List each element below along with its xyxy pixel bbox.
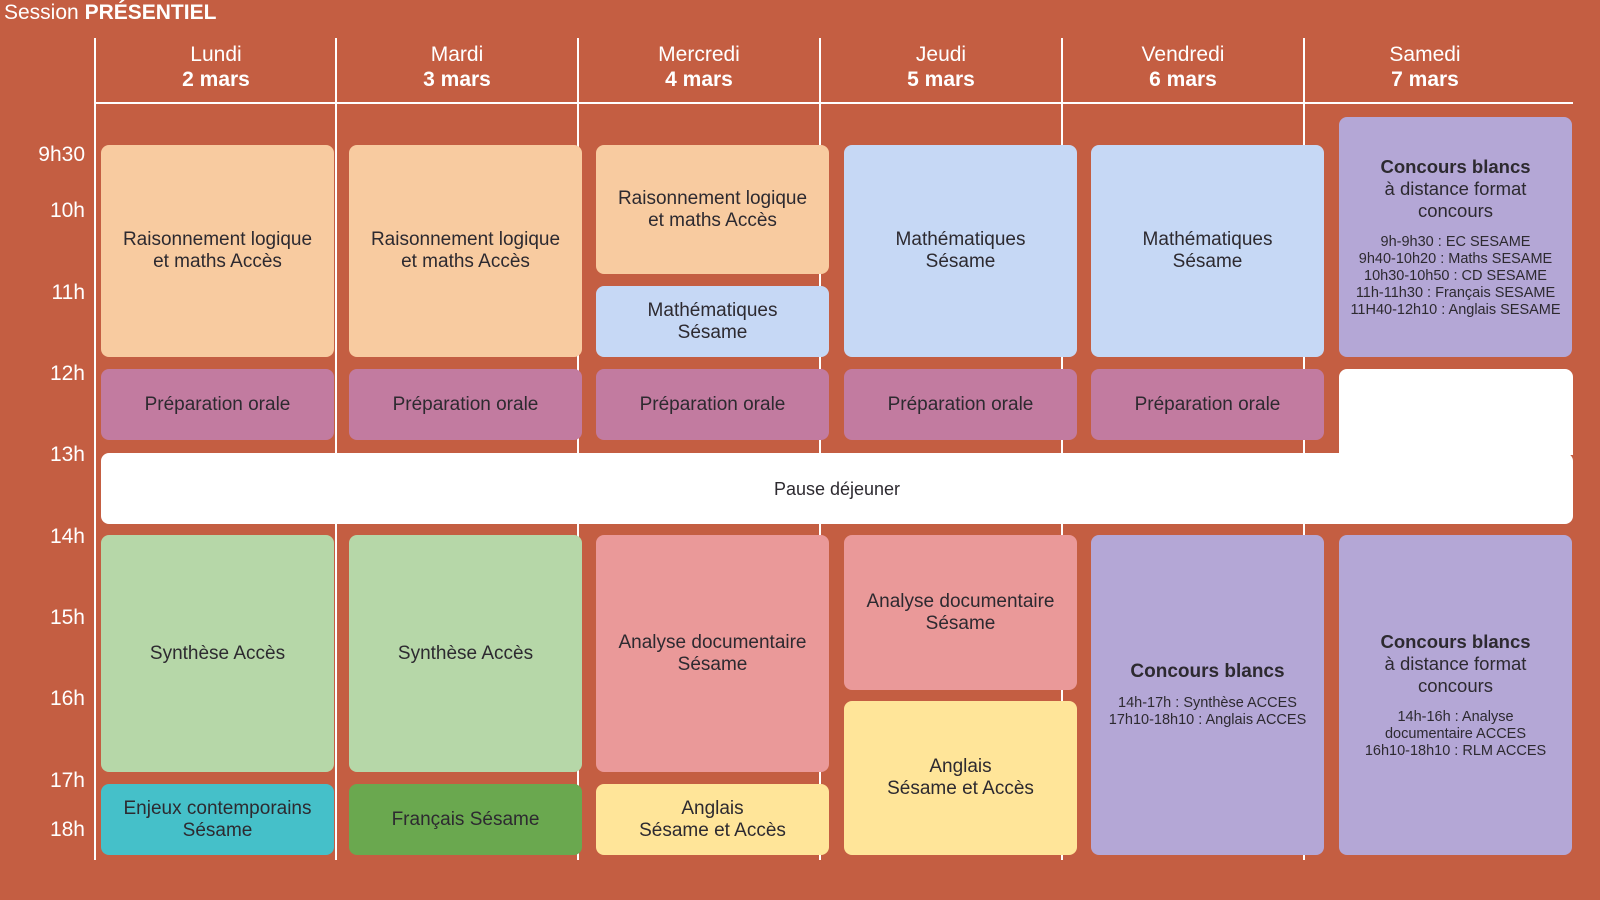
event-card[interactable]: Synthèse Accès (101, 535, 334, 772)
day-name: Mercredi (658, 43, 740, 66)
event-card[interactable]: Préparation orale (1091, 369, 1324, 440)
event-card[interactable]: Français Sésame (349, 784, 582, 855)
grid-line (1061, 38, 1063, 860)
day-date: 6 mars (1149, 68, 1217, 91)
event-title: Synthèse Accès (397, 642, 534, 664)
event-schedule: 9h-9h30 : EC SESAME 9h40-10h20 : Maths S… (1350, 233, 1561, 318)
event-title: Préparation orale (887, 393, 1034, 415)
day-date: 4 mars (665, 68, 733, 91)
event-card[interactable]: Concours blancs à distance format concou… (1339, 117, 1572, 357)
day-header-samedi: Samedi 7 mars (1305, 42, 1545, 92)
event-card[interactable]: Raisonnement logique et maths Accès (596, 145, 829, 274)
lunch-break-label: Pause déjeuner (773, 478, 901, 499)
event-subtitle: à distance format concours (1384, 652, 1527, 696)
day-header-mercredi: Mercredi 4 mars (579, 42, 819, 92)
time-label: 9h30 (38, 143, 85, 166)
event-title: Mathématiques Sésame (895, 229, 1026, 272)
time-label: 15h (49, 606, 85, 629)
day-header-lundi: Lundi 2 mars (96, 42, 336, 92)
event-card[interactable]: Anglais Sésame et Accès (844, 701, 1077, 855)
time-label: 12h (49, 362, 85, 385)
day-name: Jeudi (915, 43, 967, 66)
day-date: 2 mars (182, 68, 250, 91)
event-card[interactable]: Analyse documentaire Sésame (844, 535, 1077, 690)
event-card[interactable]: Raisonnement logique et maths Accès (349, 145, 582, 357)
grid-line (335, 38, 337, 860)
event-title: Concours blancs (1380, 155, 1531, 177)
day-header-jeudi: Jeudi 5 mars (821, 42, 1061, 92)
event-card[interactable]: Préparation orale (349, 369, 582, 440)
day-date: 5 mars (907, 68, 975, 91)
event-card[interactable]: Concours blancs à distance format concou… (1339, 535, 1572, 855)
time-label: 11h (51, 281, 85, 304)
day-header-vendredi: Vendredi 6 mars (1063, 42, 1303, 92)
event-title: Anglais Sésame et Accès (639, 797, 786, 841)
event-subtitle: à distance format concours (1384, 177, 1527, 221)
grid-line (577, 38, 579, 860)
event-card[interactable]: Préparation orale (101, 369, 334, 440)
event-title: Mathématiques Sésame (647, 299, 778, 343)
event-card[interactable]: Mathématiques Sésame (844, 145, 1077, 357)
event-card[interactable]: Mathématiques Sésame (596, 286, 829, 357)
event-title: Raisonnement logique et maths Accès (370, 229, 561, 272)
session-prefix: Session (4, 1, 79, 24)
event-card[interactable]: Concours blancs 14h-17h : Synthèse ACCES… (1091, 535, 1324, 855)
event-title: Concours blancs (1380, 630, 1531, 652)
event-title: Raisonnement logique et maths Accès (122, 229, 313, 272)
session-title: Session PRÉSENTIEL (4, 1, 216, 25)
grid-line (819, 38, 821, 860)
event-title: Analyse documentaire Sésame (618, 631, 807, 675)
event-title: Préparation orale (144, 393, 291, 415)
grid-line (1303, 38, 1305, 860)
event-title: Mathématiques Sésame (1142, 229, 1273, 272)
event-title: Français Sésame (391, 808, 540, 830)
time-label: 17h (49, 769, 85, 792)
event-card[interactable]: Anglais Sésame et Accès (596, 784, 829, 855)
event-card[interactable]: Analyse documentaire Sésame (596, 535, 829, 772)
event-card[interactable]: Mathématiques Sésame (1091, 145, 1324, 357)
event-title: Préparation orale (639, 393, 786, 415)
event-title: Anglais Sésame et Accès (887, 756, 1034, 799)
event-schedule: 14h-16h : Analyse documentaire ACCES 16h… (1364, 708, 1547, 759)
session-name: PRÉSENTIEL (84, 1, 217, 24)
lunch-extension (1339, 369, 1573, 455)
event-title: Synthèse Accès (149, 642, 286, 664)
grid-line (94, 38, 96, 860)
event-card[interactable]: Synthèse Accès (349, 535, 582, 772)
event-schedule: 14h-17h : Synthèse ACCES 17h10-18h10 : A… (1108, 695, 1307, 728)
time-label: 10h (49, 199, 85, 222)
event-title: Concours blancs (1130, 661, 1285, 682)
day-date: 7 mars (1391, 68, 1459, 91)
event-card[interactable]: Préparation orale (596, 369, 829, 440)
time-label: 16h (49, 687, 85, 710)
event-title: Préparation orale (1134, 393, 1281, 415)
time-label: 14h (49, 525, 85, 548)
event-title: Enjeux contemporains Sésame (123, 797, 312, 841)
day-name: Mardi (430, 43, 484, 66)
day-name: Lundi (190, 43, 242, 66)
day-name: Samedi (1389, 43, 1461, 66)
day-header-mardi: Mardi 3 mars (337, 42, 577, 92)
event-title: Préparation orale (392, 393, 539, 415)
event-title: Raisonnement logique et maths Accès (617, 187, 808, 231)
lunch-break-bar: Pause déjeuner (101, 453, 1573, 524)
time-label: 13h (49, 443, 85, 466)
time-label: 18h (49, 818, 85, 841)
header-divider (95, 102, 1573, 104)
event-card[interactable]: Raisonnement logique et maths Accès (101, 145, 334, 357)
day-name: Vendredi (1141, 43, 1225, 66)
day-date: 3 mars (423, 68, 491, 91)
event-card[interactable]: Préparation orale (844, 369, 1077, 440)
event-title: Analyse documentaire Sésame (866, 590, 1055, 634)
event-card[interactable]: Enjeux contemporains Sésame (101, 784, 334, 855)
